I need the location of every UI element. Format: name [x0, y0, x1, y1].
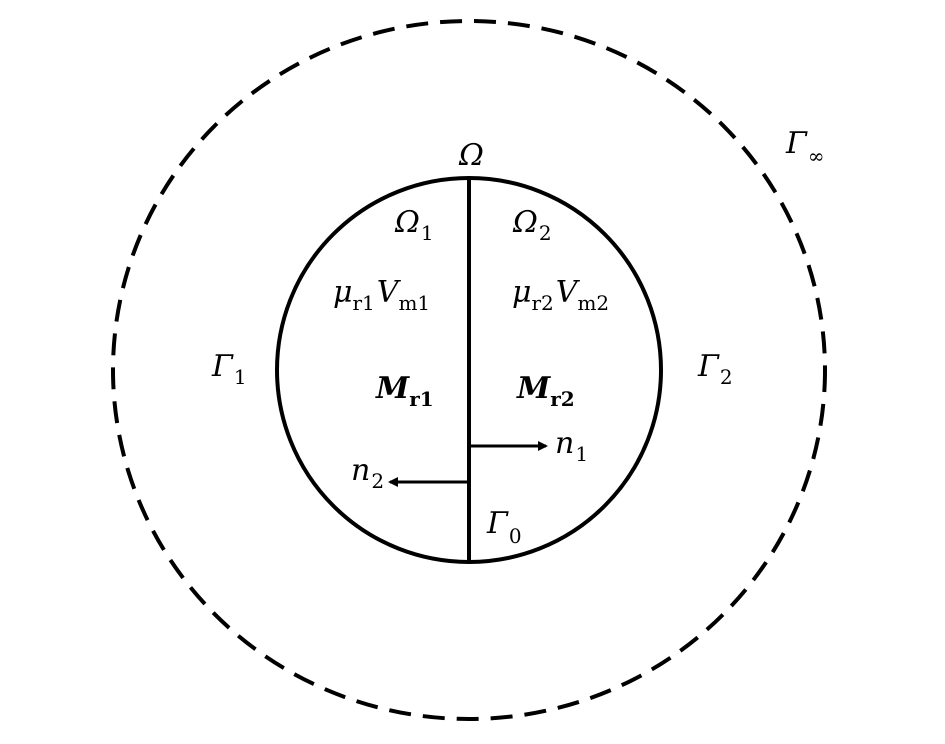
- label-omega2: Ω2: [512, 205, 552, 245]
- label-gamma2: Γ2: [697, 349, 733, 389]
- label-mr1: Mr1: [375, 371, 434, 411]
- label-gamma1: Γ1: [211, 349, 247, 389]
- label-omega1: Ω1: [394, 205, 434, 245]
- outer-boundary-dashed: [111, 19, 827, 721]
- label-mu1-vm1: μr1Vm1: [333, 275, 430, 315]
- label-gamma-inf: Γ∞: [785, 126, 825, 168]
- label-n1: n1: [555, 426, 588, 466]
- label-mr2: Mr2: [516, 371, 575, 411]
- label-n2: n2: [351, 453, 384, 493]
- label-mu2-vm2: μr2Vm2: [512, 275, 609, 315]
- label-gamma0: Γ0: [486, 506, 522, 548]
- label-omega: Ω: [458, 138, 484, 173]
